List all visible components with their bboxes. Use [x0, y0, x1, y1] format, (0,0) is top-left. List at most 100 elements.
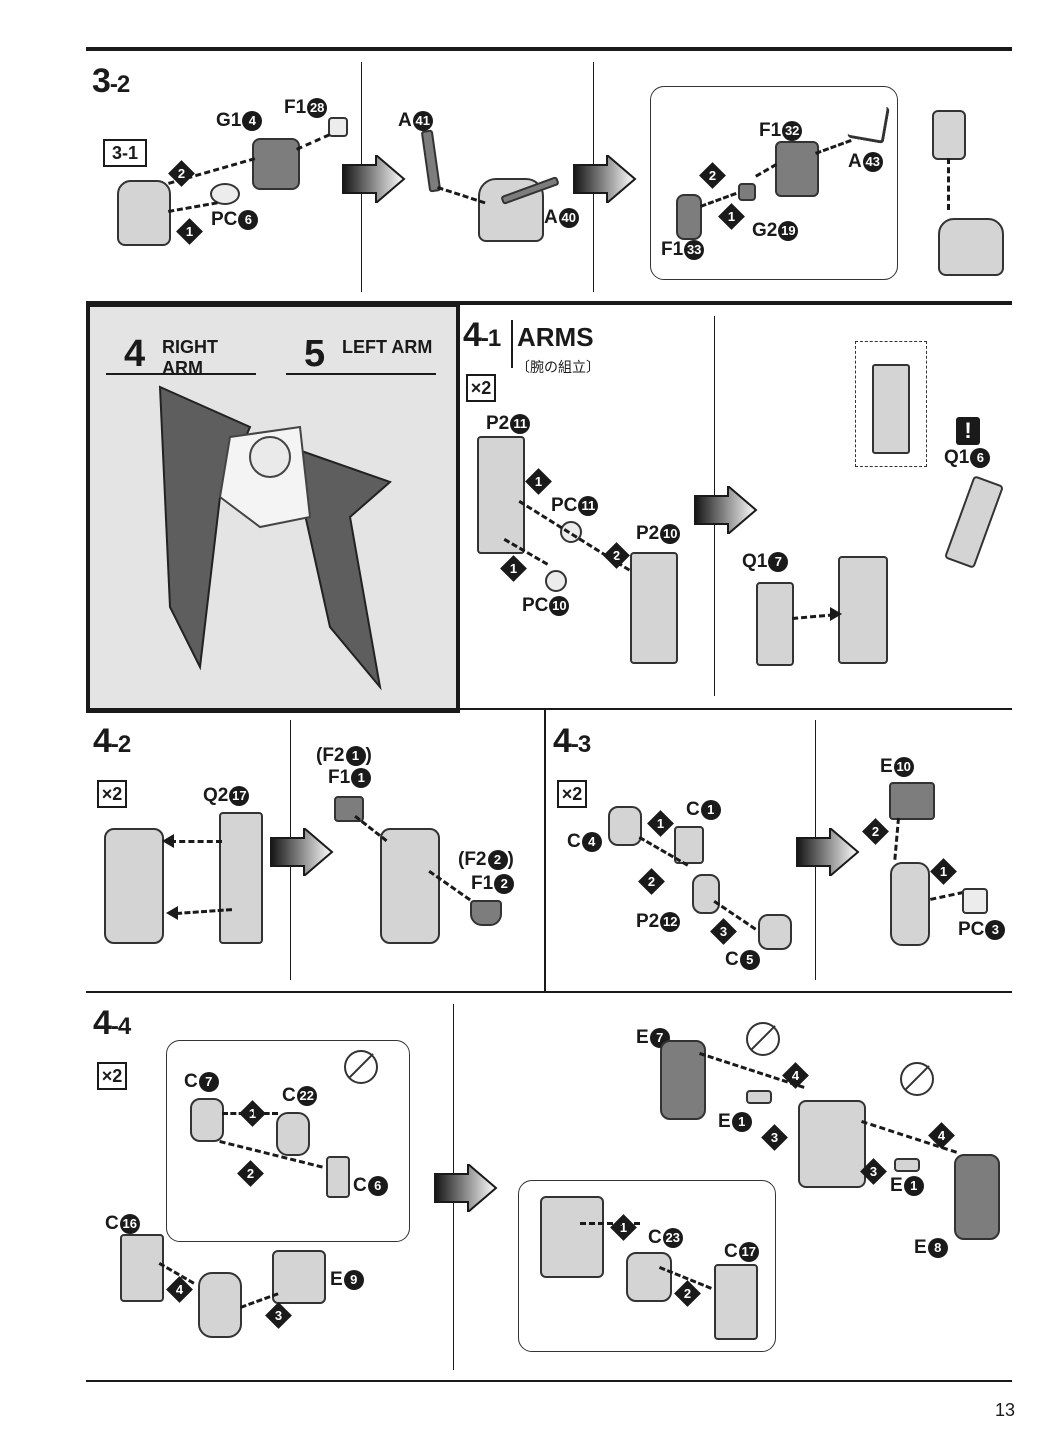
- q1-7-part: [756, 582, 794, 666]
- e1-part: [894, 1158, 920, 1172]
- top-rule: [86, 47, 1012, 51]
- e7-part: [660, 1040, 706, 1120]
- arms-heading: ARMS: [517, 322, 594, 352]
- assembly-arrow: [222, 1112, 278, 1115]
- c7-part: [190, 1098, 224, 1142]
- no-cut-icon: [344, 1050, 378, 1084]
- f1-1-part: [334, 796, 364, 822]
- order-2-marker: 2: [699, 162, 726, 189]
- c22-part: [276, 1112, 310, 1156]
- order-1-marker: 1: [176, 218, 203, 245]
- left-arm-label: LEFT ARM: [342, 337, 433, 357]
- g2-19-part: [738, 183, 756, 201]
- no-cut-icon: [900, 1062, 934, 1096]
- g1-part: [252, 138, 300, 190]
- e1-part: [746, 1090, 772, 1104]
- assembly-arrow: [893, 817, 900, 860]
- order-3-marker: 3: [860, 1158, 887, 1185]
- assembly-arrow: [580, 1222, 640, 1225]
- right-arm-heading: 4 RIGHT ARM: [106, 333, 256, 378]
- order-1-marker: 1: [647, 810, 674, 837]
- q1-detail-box: [855, 341, 927, 467]
- next-step-arrow: [342, 155, 406, 203]
- arrowhead: [830, 607, 842, 621]
- assembly-arrow: [354, 815, 388, 842]
- c1-part: [674, 826, 704, 864]
- arrowhead: [166, 906, 178, 920]
- arm-assembly-part: [838, 556, 888, 664]
- e9-part: [272, 1250, 326, 1304]
- next-step-arrow: [434, 1164, 498, 1212]
- assembly-arrow: [296, 133, 331, 151]
- next-step-arrow: [270, 828, 334, 876]
- order-2-marker: 2: [237, 1160, 264, 1187]
- next-step-arrow: [694, 486, 758, 534]
- antenna-part: [932, 110, 966, 160]
- assembly-arrow: [792, 613, 835, 620]
- page-number: 13: [995, 1400, 1016, 1420]
- forearm-part: [798, 1100, 866, 1188]
- assembly-arrow: [947, 158, 950, 210]
- assembly-arrow: [930, 890, 964, 901]
- next-step-arrow: [573, 155, 637, 203]
- pc-11-part: [560, 521, 582, 543]
- pc6-part: [210, 183, 240, 205]
- warning-icon: !: [956, 417, 980, 445]
- p2-10-part: [630, 552, 678, 664]
- left-arm-heading: 5 LEFT ARM: [286, 333, 436, 375]
- p2-12-part: [692, 874, 720, 914]
- e10-part: [889, 782, 935, 820]
- order-2-marker: 2: [862, 818, 889, 845]
- order-3-marker: 3: [761, 1124, 788, 1151]
- section-rule: [86, 708, 1012, 710]
- arm-overview-panel: 4 RIGHT ARM 5 LEFT ARM: [86, 303, 460, 713]
- next-step-arrow: [796, 828, 860, 876]
- c16-part: [120, 1234, 164, 1302]
- c23-part: [626, 1252, 672, 1302]
- arm-base-part: [540, 1196, 604, 1278]
- pc-10-part: [545, 570, 567, 592]
- step-4-1-divider: [511, 320, 513, 368]
- f1-28-part: [328, 117, 348, 137]
- c5-part: [758, 914, 792, 950]
- step-4-1-title: 4-1: [463, 316, 501, 354]
- a41-part: [420, 129, 442, 193]
- joint-part: [198, 1272, 242, 1338]
- section-separator: [544, 709, 546, 992]
- section-rule: [86, 301, 1012, 305]
- step-4-2-title: 4-2: [93, 722, 131, 760]
- arm-assembled-part: [380, 828, 440, 944]
- arm-joint-part: [890, 862, 930, 946]
- q1-detail-part: [872, 364, 910, 454]
- f1-32-part: [775, 141, 819, 197]
- e8-part: [954, 1154, 1000, 1240]
- f1-2-part: [470, 900, 502, 926]
- order-3-marker: 3: [710, 918, 737, 945]
- order-1-marker: 1: [610, 1214, 637, 1241]
- step-4-4-title: 4-4: [93, 1004, 131, 1042]
